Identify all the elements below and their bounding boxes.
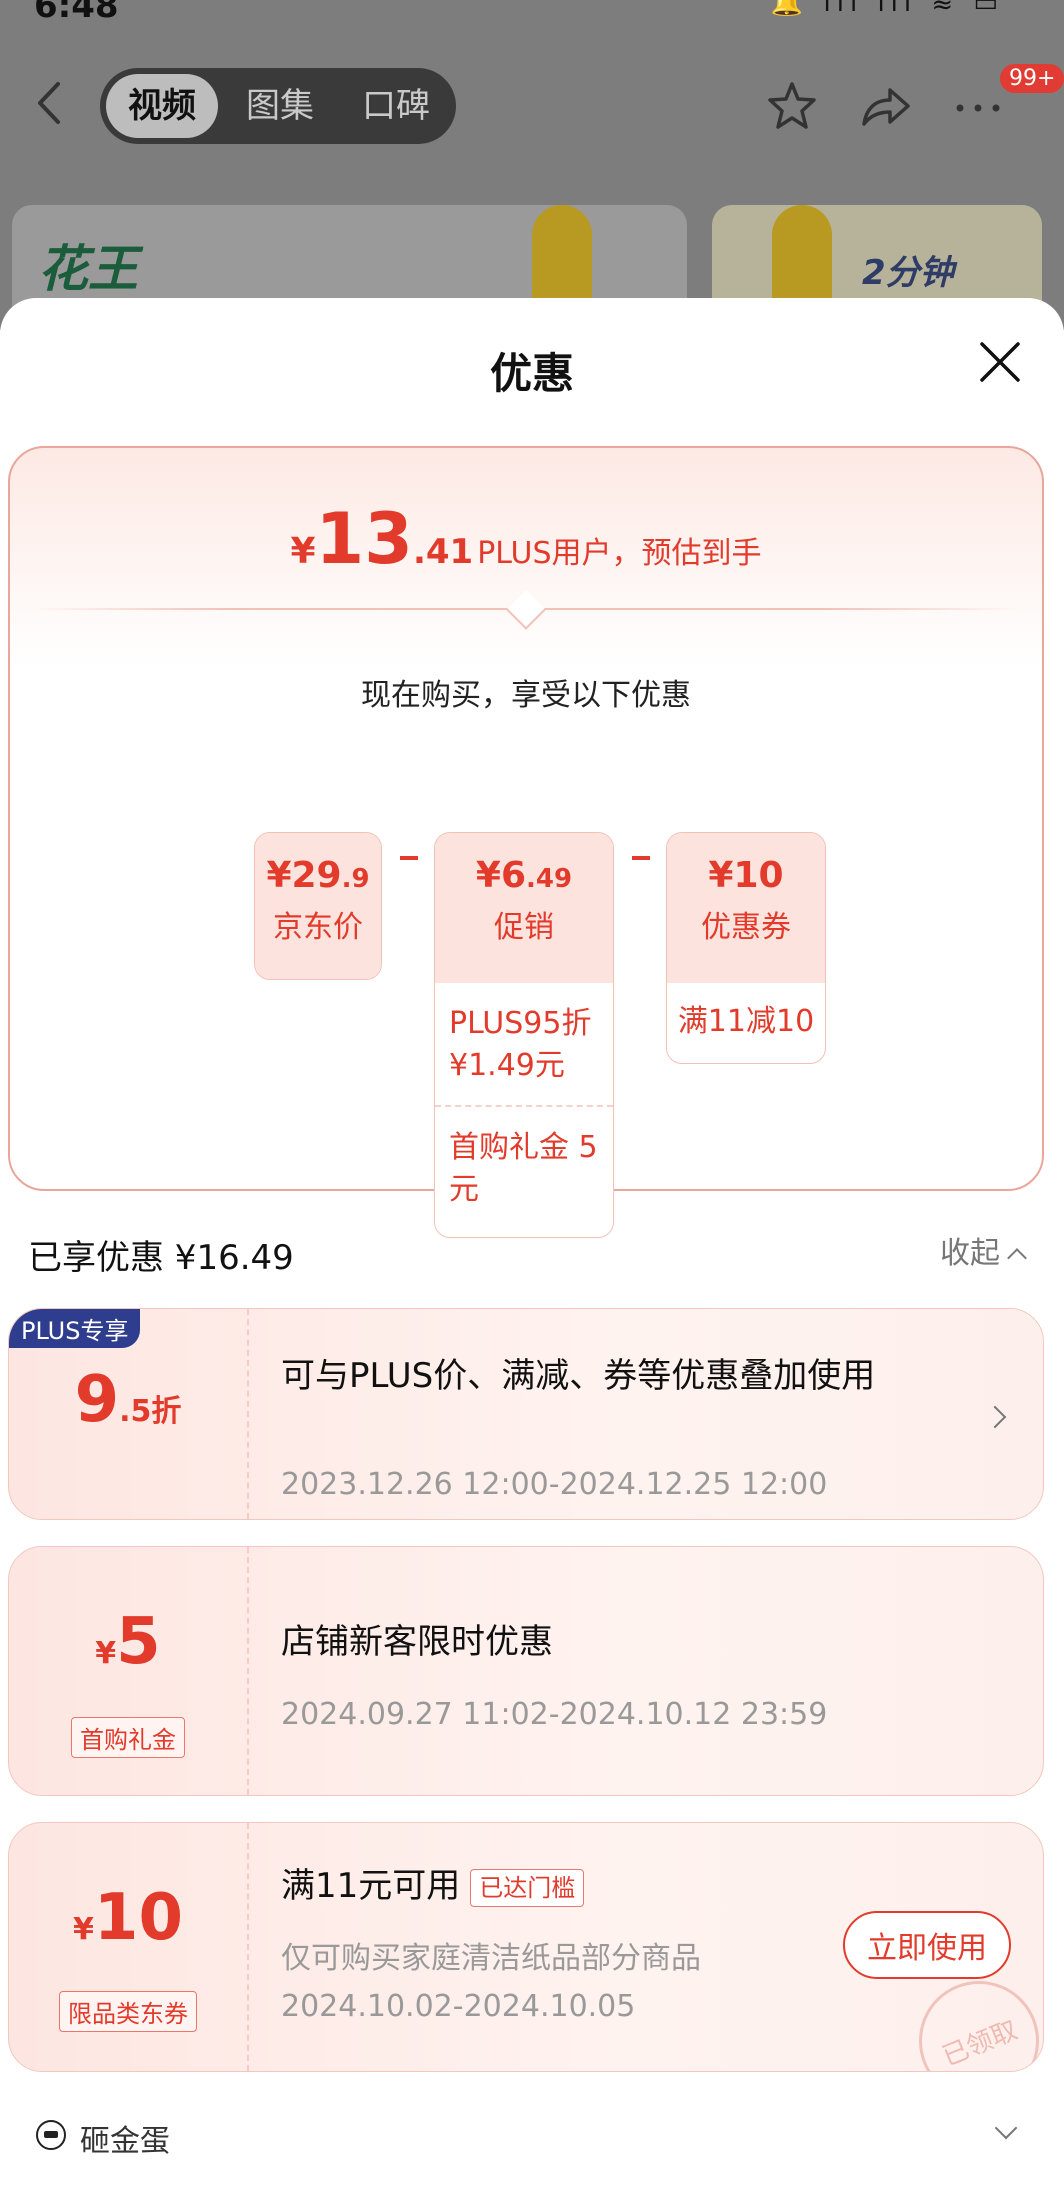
collapse-label: 收起 bbox=[940, 1236, 1000, 1271]
chip-label: 优惠券 bbox=[701, 910, 791, 945]
offer-value-area: ¥10 限品类东券 bbox=[9, 1823, 249, 2071]
buy-now-text: 现在购买，享受以下优惠 bbox=[361, 678, 691, 713]
status-time: 6:48 bbox=[34, 0, 119, 26]
offer-value-area: ¥5 首购礼金 bbox=[9, 1547, 249, 1795]
share-icon[interactable] bbox=[858, 78, 914, 134]
chip-value: ¥10 bbox=[708, 855, 784, 896]
message-badge: 99+ bbox=[1000, 64, 1064, 93]
divider-notch bbox=[506, 590, 546, 630]
offer-title: 店铺新客限时优惠 bbox=[281, 1622, 553, 1662]
chip-value: ¥29 bbox=[266, 855, 342, 896]
tab-video[interactable]: 视频 bbox=[106, 74, 218, 138]
tab-reviews[interactable]: 口碑 bbox=[362, 86, 430, 126]
chevron-right-icon bbox=[983, 1405, 1007, 1429]
offer-title: 可与PLUS价、满减、券等优惠叠加使用 bbox=[281, 1356, 876, 1396]
sheet-title: 优惠 bbox=[489, 349, 574, 398]
chevron-down-icon bbox=[994, 2116, 1018, 2140]
offer-card-first-purchase[interactable]: ¥5 首购礼金 店铺新客限时优惠 2024.09.27 11:02-2024.1… bbox=[8, 1546, 1044, 1796]
enjoyed-discount-total: 已享优惠 ¥16.49 bbox=[28, 1238, 294, 1278]
status-bar: 6:48 🔔 ıll ıll ≋ ▭ bbox=[0, 0, 1064, 26]
offer-date: 2024.09.27 11:02-2024.10.12 23:59 bbox=[281, 1697, 828, 1732]
status-icons: 🔔 ıll ıll ≋ ▭ bbox=[770, 0, 1004, 18]
chevron-up-icon bbox=[1007, 1248, 1027, 1268]
back-arrow-icon[interactable] bbox=[30, 78, 70, 128]
claimed-stamp: 已领取 bbox=[900, 1962, 1043, 2071]
golden-egg-row[interactable]: 砸金蛋 bbox=[0, 2106, 1064, 2166]
offer-value-area: 9.5折 bbox=[9, 1309, 249, 1519]
offer-value-prefix: ¥ bbox=[95, 1636, 117, 1671]
offer-date: 2023.12.26 12:00-2024.12.25 12:00 bbox=[281, 1467, 828, 1502]
offer-value-number: 10 bbox=[93, 1881, 183, 1955]
offer-value-number: 9 bbox=[74, 1363, 120, 1437]
background-page: 6:48 🔔 ıll ıll ≋ ▭ 视频 图集 口碑 99+ 花王 2分钟 bbox=[0, 0, 1064, 330]
chip-label: 京东价 bbox=[273, 910, 363, 945]
currency-symbol: ¥ bbox=[290, 531, 316, 572]
offer-tag: 限品类东券 bbox=[59, 1991, 197, 2032]
offer-value-suffix: .5折 bbox=[119, 1394, 182, 1429]
offer-value-prefix: ¥ bbox=[73, 1912, 94, 1947]
threshold-met-badge: 已达门槛 bbox=[470, 1868, 585, 1907]
offer-tag: 首购礼金 bbox=[71, 1717, 185, 1758]
price-decimal: .41 bbox=[412, 532, 474, 572]
offer-value: ¥5 bbox=[9, 1605, 247, 1679]
promo-first-purchase: 首购礼金 5元 bbox=[435, 1105, 613, 1229]
promo-plus-discount: PLUS95折 ¥1.49元 bbox=[449, 1006, 592, 1083]
media-tab-switcher: 视频 图集 口碑 bbox=[100, 68, 456, 144]
estimate-label: PLUS用户，预估到手 bbox=[477, 536, 762, 571]
breakdown-promotion: ¥6.49 促销 PLUS95折 ¥1.49元 首购礼金 5元 bbox=[434, 832, 614, 1238]
minus-sign bbox=[400, 856, 418, 860]
coupon-threshold: 满11减10 bbox=[677, 1004, 815, 1039]
offer-title: 满11元可用 bbox=[281, 1866, 461, 1906]
offer-title-row: 满11元可用已达门槛 bbox=[281, 1861, 585, 1911]
chip-value-small: .49 bbox=[526, 864, 573, 894]
offer-value: ¥10 bbox=[9, 1881, 247, 1955]
use-now-button[interactable]: 立即使用 bbox=[843, 1911, 1011, 1979]
golden-egg-icon bbox=[36, 2120, 66, 2150]
close-icon[interactable] bbox=[976, 338, 1024, 386]
top-nav: 视频 图集 口碑 99+ bbox=[0, 60, 1064, 150]
offer-value: 9.5折 bbox=[9, 1363, 247, 1437]
offer-value-number: 5 bbox=[116, 1605, 161, 1679]
breakdown-jd-price: ¥29.9 京东价 bbox=[254, 832, 382, 980]
tab-gallery[interactable]: 图集 bbox=[246, 86, 314, 126]
chip-value-small: .9 bbox=[341, 864, 370, 894]
minus-sign bbox=[632, 856, 650, 860]
collapse-button[interactable]: 收起 bbox=[940, 1228, 1027, 1272]
chip-label: 促销 bbox=[494, 910, 554, 945]
plus-exclusive-badge: PLUS专享 bbox=[9, 1309, 141, 1348]
price-integer: 13 bbox=[315, 498, 413, 580]
offer-date: 2024.10.02-2024.10.05 bbox=[281, 1989, 636, 2024]
brand-logo: 花王 bbox=[38, 240, 138, 298]
more-icon[interactable] bbox=[950, 78, 1006, 134]
breakdown-coupon: ¥10 优惠券 满11减10 bbox=[666, 832, 826, 1064]
offer-card-plus[interactable]: 9.5折 PLUS专享 可与PLUS价、满减、券等优惠叠加使用 2023.12.… bbox=[8, 1308, 1044, 1520]
offer-card-coupon[interactable]: ¥10 限品类东券 满11元可用已达门槛 仅可购买家庭清洁纸品部分商品 2024… bbox=[8, 1822, 1044, 2072]
golden-egg-label: 砸金蛋 bbox=[80, 2124, 170, 2159]
thumbnail-caption: 2分钟 bbox=[862, 253, 954, 293]
chip-value: ¥6 bbox=[475, 855, 527, 896]
star-icon[interactable] bbox=[764, 78, 820, 134]
offer-description: 仅可购买家庭清洁纸品部分商品 bbox=[281, 1941, 701, 1976]
